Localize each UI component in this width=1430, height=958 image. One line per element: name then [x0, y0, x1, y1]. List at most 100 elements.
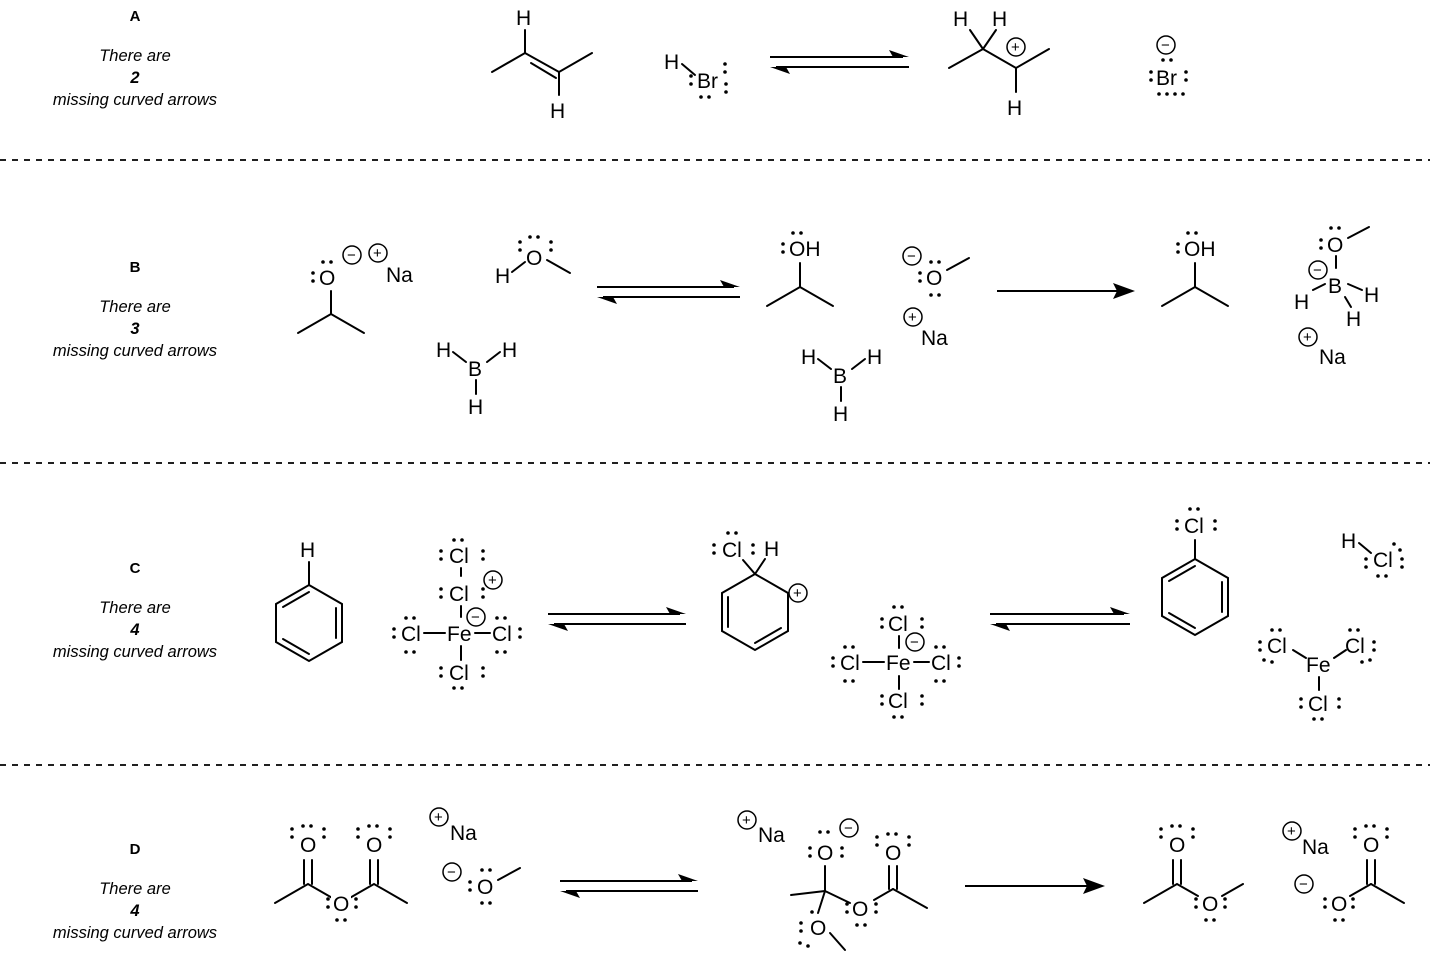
row-letter: C: [129, 560, 141, 577]
lone-pair-dot: [503, 616, 507, 620]
lone-pair-dot: [1196, 507, 1200, 511]
lone-pair-dot: [920, 694, 924, 698]
molecule-methyl-acetate: O O: [1143, 824, 1244, 922]
molecule-isopropanol: OH: [1161, 231, 1229, 307]
lone-pair-dot: [918, 279, 922, 283]
lone-pair-dot: [840, 854, 844, 858]
lone-pair-dot: [689, 82, 693, 86]
lone-pair-dot: [439, 549, 443, 553]
lone-pair-dot: [1353, 827, 1357, 831]
lone-pair-dot: [1149, 78, 1153, 82]
charge-symbol: +: [908, 309, 917, 326]
lone-pair-dot: [808, 854, 812, 858]
row-desc-pre: There are: [99, 599, 171, 617]
lone-pair-dot: [468, 880, 472, 884]
atom-label: Cl: [840, 652, 860, 675]
lone-pair-dot: [392, 627, 396, 631]
charge-symbol: −: [907, 248, 916, 265]
row-arrow-count: 4: [130, 621, 140, 639]
atom-label: Cl: [492, 623, 512, 646]
atom-label: O: [810, 917, 826, 940]
lone-pair-dot: [1392, 542, 1396, 546]
atom-label: O: [300, 834, 316, 857]
lone-pair-dot: [1186, 231, 1190, 235]
equilibrium-arrow: [548, 607, 686, 631]
lone-pair-dot: [1400, 557, 1404, 561]
lone-pair-dot: [1176, 250, 1180, 254]
lone-pair-dot: [335, 918, 339, 922]
lone-pair-dot: [1191, 827, 1195, 831]
atom-label: O: [1169, 834, 1185, 857]
lone-pair-dot: [404, 650, 408, 654]
charge-symbol: −: [471, 609, 480, 626]
reaction-arrow: [997, 283, 1135, 299]
lone-pair-dot: [311, 279, 315, 283]
lone-pair-dot: [1319, 246, 1323, 250]
lone-pair-dot: [518, 627, 522, 631]
lone-pair-dot: [1341, 918, 1345, 922]
atom-label: Na: [1319, 346, 1346, 369]
lone-pair-dot: [918, 271, 922, 275]
lone-pair-dot: [1194, 897, 1198, 901]
atom-label: O: [852, 898, 868, 921]
charge-symbol: +: [373, 245, 382, 262]
atom-label: H: [801, 346, 816, 369]
lone-pair-dot: [343, 918, 347, 922]
row-label-c: C There are 4 missing curved arrows: [0, 560, 270, 663]
lone-pair-dot: [937, 260, 941, 264]
lone-pair-dot: [840, 846, 844, 850]
lone-pair-dot: [845, 902, 849, 906]
atom-label: H: [953, 8, 968, 31]
charge-symbol: +: [1303, 329, 1312, 346]
charge-symbol: −: [844, 820, 853, 837]
row-desc-post: missing curved arrows: [52, 342, 218, 360]
charge-symbol: −: [910, 634, 919, 651]
lone-pair-dot: [1223, 897, 1227, 901]
charge-symbol: −: [1161, 37, 1170, 54]
lone-pair-dot: [311, 271, 315, 275]
row-letter: B: [129, 259, 141, 276]
lone-pair-dot: [549, 248, 553, 252]
lone-pair-dot: [481, 674, 485, 678]
lone-pair-dot: [880, 694, 884, 698]
row-desc-post: missing curved arrows: [52, 924, 218, 942]
atom-label: Cl: [1308, 693, 1328, 716]
lone-pair-dot: [1353, 835, 1357, 839]
lone-pair-dot: [863, 923, 867, 927]
atom-label: Cl: [888, 690, 908, 713]
lone-pair-dot: [388, 827, 392, 831]
lone-pair-dot: [1213, 519, 1217, 523]
lone-pair-dot: [1178, 824, 1182, 828]
ion-bromide: Br −: [1149, 35, 1188, 96]
lone-pair-dot: [326, 905, 330, 909]
lone-pair-dot: [412, 616, 416, 620]
lone-pair-dot: [937, 293, 941, 297]
lone-pair-dot: [1351, 897, 1355, 901]
lone-pair-dot: [734, 531, 738, 535]
lone-pair-dot: [892, 605, 896, 609]
lone-pair-dot: [851, 645, 855, 649]
atom-label: Fe: [886, 652, 911, 675]
lone-pair-dot: [799, 921, 803, 925]
lone-pair-dot: [1299, 697, 1303, 701]
lone-pair-dot: [1320, 717, 1324, 721]
charge-symbol: +: [1287, 823, 1296, 840]
equilibrium-arrow: [597, 280, 740, 304]
row-desc-pre: There are: [99, 298, 171, 316]
molecule-benzene: H: [275, 539, 343, 663]
charge-symbol: +: [488, 572, 497, 589]
molecule-borane: H B H H: [436, 339, 517, 419]
lone-pair-dot: [900, 605, 904, 609]
lone-pair-dot: [301, 824, 305, 828]
lone-pair-dot: [726, 531, 730, 535]
lone-pair-dot: [1270, 660, 1274, 664]
lone-pair-dot: [798, 941, 802, 945]
equilibrium-arrow: [990, 607, 1130, 631]
lone-pair-dot: [689, 74, 693, 78]
molecule-carbocation: H H H +: [948, 8, 1050, 120]
lone-pair-dot: [920, 617, 924, 621]
lone-pair-dot: [439, 666, 443, 670]
molecule-chlorobenzene: Cl: [1161, 507, 1229, 637]
lone-pair-dot: [1372, 640, 1376, 644]
